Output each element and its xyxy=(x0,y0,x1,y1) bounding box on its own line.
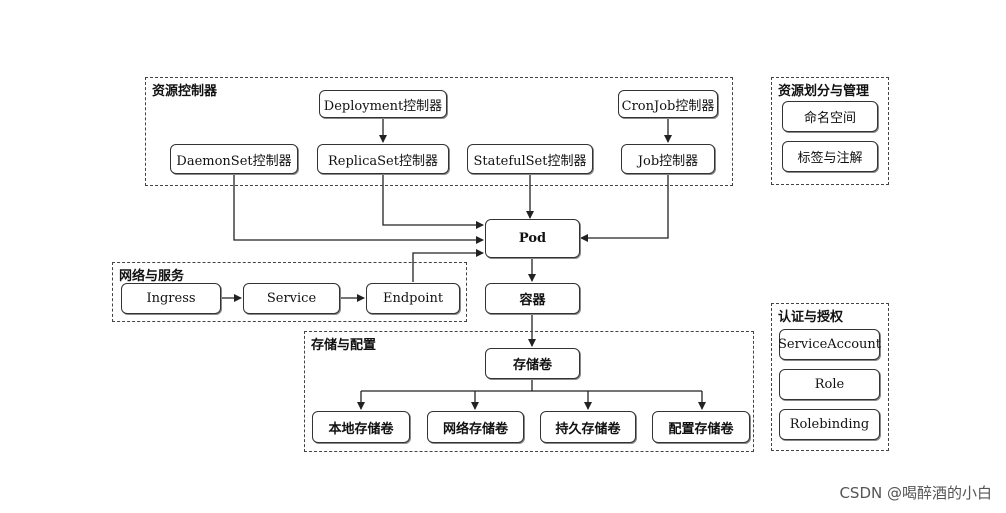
node-config-volume: 配置存储卷 xyxy=(652,411,750,443)
node-service: Service xyxy=(243,283,340,314)
node-role: Role xyxy=(779,369,880,400)
group-resource-partition: 资源划分与管理 xyxy=(771,77,889,185)
edge-endpoint-pod xyxy=(412,249,484,282)
watermark-text: CSDN @喝醉酒的小白 xyxy=(839,484,992,502)
group-label: 资源控制器 xyxy=(152,84,218,99)
node-namespace: 命名空间 xyxy=(782,101,878,132)
node-daemonset-controller: DaemonSet控制器 xyxy=(170,144,298,174)
group-label: 网络与服务 xyxy=(119,269,185,284)
node-rolebinding: Rolebinding xyxy=(779,409,880,440)
edge-daemonset-pod xyxy=(233,174,484,244)
group-storage-config: 存储与配置 xyxy=(304,331,754,452)
node-ingress: Ingress xyxy=(121,283,221,314)
group-resource-controllers: 资源控制器 xyxy=(145,77,733,186)
node-statefulset-controller: StatefulSet控制器 xyxy=(467,144,593,174)
group-network-service: 网络与服务 xyxy=(112,262,467,322)
edge-replicaset-pod xyxy=(382,174,484,229)
node-deployment-controller: Deployment控制器 xyxy=(319,90,447,118)
node-cronjob-controller: CronJob控制器 xyxy=(618,90,718,118)
node-persistent-volume: 持久存储卷 xyxy=(540,411,636,443)
node-endpoint: Endpoint xyxy=(366,283,460,314)
node-replicaset-controller: ReplicaSet控制器 xyxy=(317,144,449,174)
node-local-volume: 本地存储卷 xyxy=(312,411,410,443)
group-label: 资源划分与管理 xyxy=(778,84,870,99)
edge-job-pod xyxy=(580,174,669,242)
node-job-controller: Job控制器 xyxy=(621,144,715,174)
node-service-account: ServiceAccount xyxy=(778,329,881,360)
node-network-volume: 网络存储卷 xyxy=(427,411,524,443)
node-storage-volume: 存储卷 xyxy=(485,348,580,379)
group-auth: 认证与授权 xyxy=(771,303,889,451)
group-label: 存储与配置 xyxy=(311,338,377,353)
group-label: 认证与授权 xyxy=(778,310,844,325)
node-pod: Pod xyxy=(485,219,580,258)
node-container: 容器 xyxy=(485,283,580,314)
node-labels-annotations: 标签与注解 xyxy=(782,141,878,172)
